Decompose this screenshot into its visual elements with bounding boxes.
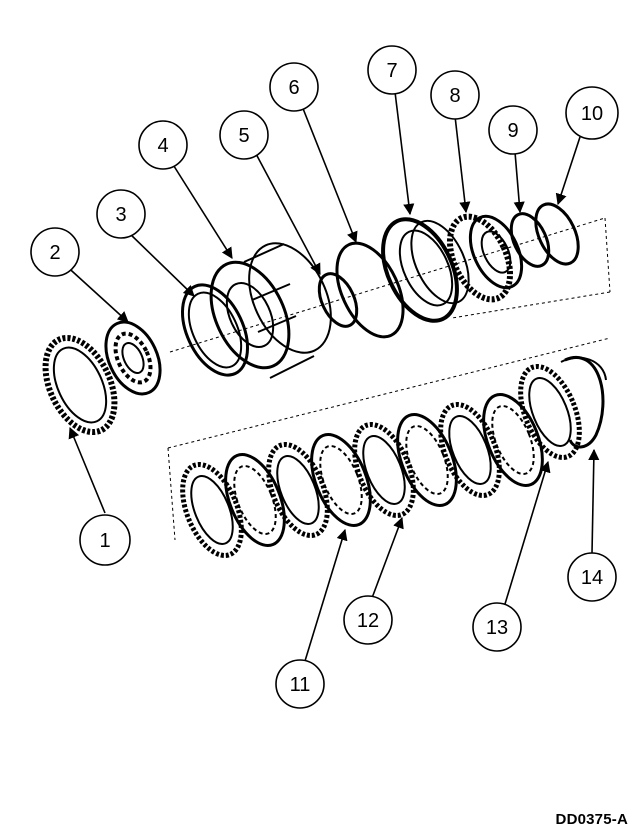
part-5-small-ring [317,272,359,328]
leader-10 [555,136,581,206]
callout-7: 7 [367,45,417,95]
leader-14 [588,448,600,554]
leader-4 [171,162,233,259]
callout-11-label: 11 [290,674,311,696]
leader-1 [68,426,106,514]
part-10-retaining-ring [534,202,580,266]
leader-8 [454,115,471,214]
leader-3 [127,231,195,297]
lower-stack-guide-lines [167,337,611,541]
part-6-seal-ring [335,241,405,339]
callout-10-label: 10 [581,103,603,125]
part-7-piston [381,217,470,323]
callout-5-label: 5 [238,125,249,147]
callout-10: 10 [565,86,619,140]
leader-5 [254,151,321,275]
figure-code: DD0375-A [555,811,628,828]
callout-13: 13 [472,602,522,652]
leader-11 [304,528,348,662]
leader-6 [301,105,358,244]
part-2-bearing [104,320,162,396]
callout-13-label: 13 [486,617,508,639]
callout-8: 8 [430,70,480,120]
callout-9: 9 [488,105,538,155]
part-9-spring [509,212,551,268]
callout-3: 3 [96,189,146,239]
callout-7-label: 7 [386,60,397,82]
leader-13 [504,460,551,605]
callout-1: 1 [79,514,131,566]
callout-9-label: 9 [507,120,518,142]
callout-4: 4 [138,120,188,170]
clutch-plate-stack [180,364,582,558]
leader-2 [61,261,129,323]
leader-12 [371,516,404,599]
callout-8-label: 8 [449,85,460,107]
callout-2-label: 2 [49,242,60,264]
part-1-toothed-ring [42,334,118,436]
callout-14-label: 14 [581,567,603,589]
callout-5: 5 [219,110,269,160]
callout-14: 14 [567,552,617,602]
callout-6-label: 6 [288,77,299,99]
callout-12: 12 [343,595,393,645]
callout-12-label: 12 [357,610,379,632]
callout-11: 11 [275,659,325,709]
part-4-drum [209,242,332,379]
leader-7 [394,91,415,216]
part-14-snap-ring [560,356,607,449]
leader-9 [513,151,525,214]
callout-2: 2 [30,227,80,277]
callout-6: 6 [269,62,319,112]
callout-3-label: 3 [115,204,126,226]
callout-1-label: 1 [99,530,110,552]
part-3-snap-ring [181,283,249,377]
upper-assembly-guide-lines [169,217,611,353]
part-8-gear [446,213,524,303]
callout-4-label: 4 [157,135,168,157]
